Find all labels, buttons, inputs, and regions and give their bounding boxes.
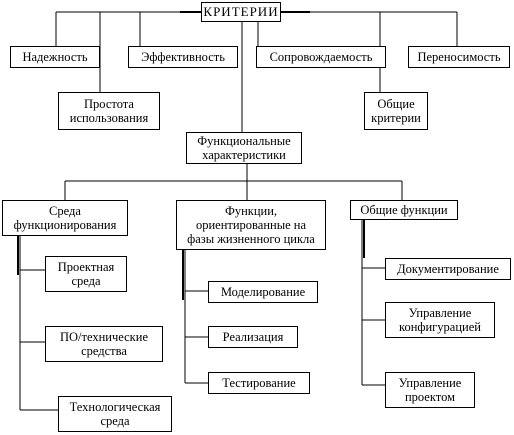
criterion-maintainability: Сопровождаемость: [256, 46, 386, 68]
criterion-efficiency: Эффективность: [128, 46, 238, 68]
env-item-label: Технологическая среда: [69, 400, 161, 428]
group-lifecycle-label: Функции, ориентированные на фазы жизненн…: [187, 204, 315, 246]
general-item-label: Управление конфигурацией: [399, 306, 481, 334]
general-item-configuration-management: Управление конфигурацией: [385, 302, 495, 338]
group-environment-label: Среда функционирования: [13, 204, 117, 232]
general-item-project-management: Управление проектом: [385, 372, 475, 408]
lifecycle-item-label: Реализация: [222, 330, 284, 344]
criterion-reliability: Надежность: [10, 46, 100, 68]
group-lifecycle: Функции, ориентированные на фазы жизненн…: [176, 200, 326, 250]
lifecycle-item-testing: Тестирование: [208, 372, 310, 394]
lifecycle-item-label: Тестирование: [222, 376, 296, 390]
criterion-portability-label: Переносимость: [417, 50, 501, 64]
root-label: КРИТЕРИИ: [203, 4, 279, 19]
criterion-general-label: Общие критерии: [371, 97, 421, 125]
criterion-usability-label: Простота использования: [69, 97, 149, 125]
env-item-software-hardware: ПО/технические средства: [45, 326, 163, 362]
env-item-technological-environment: Технологическая среда: [58, 396, 172, 432]
root-box-criteria: КРИТЕРИИ: [201, 2, 281, 22]
lifecycle-item-modeling: Моделирование: [208, 281, 318, 303]
lifecycle-item-implementation: Реализация: [208, 326, 298, 348]
lifecycle-item-label: Моделирование: [220, 285, 306, 299]
group-environment: Среда функционирования: [2, 200, 128, 236]
general-item-label: Документирование: [397, 262, 499, 276]
group-general-functions-label: Общие функции: [360, 203, 448, 217]
criterion-portability: Переносимость: [408, 46, 510, 68]
criterion-functional-label: Функциональные характеристики: [197, 134, 291, 162]
criterion-maintainability-label: Сопровождаемость: [269, 50, 373, 64]
group-general-functions: Общие функции: [350, 200, 458, 220]
general-item-documentation: Документирование: [385, 258, 511, 280]
criterion-usability: Простота использования: [58, 92, 160, 130]
env-item-label: ПО/технические средства: [59, 330, 148, 358]
criterion-functional: Функциональные характеристики: [186, 132, 302, 164]
criterion-general: Общие критерии: [364, 92, 428, 130]
criterion-efficiency-label: Эффективность: [141, 50, 225, 64]
general-item-label: Управление проектом: [398, 376, 462, 404]
env-item-project-environment: Проектная среда: [45, 256, 127, 292]
env-item-label: Проектная среда: [57, 260, 115, 288]
criterion-reliability-label: Надежность: [22, 50, 88, 64]
